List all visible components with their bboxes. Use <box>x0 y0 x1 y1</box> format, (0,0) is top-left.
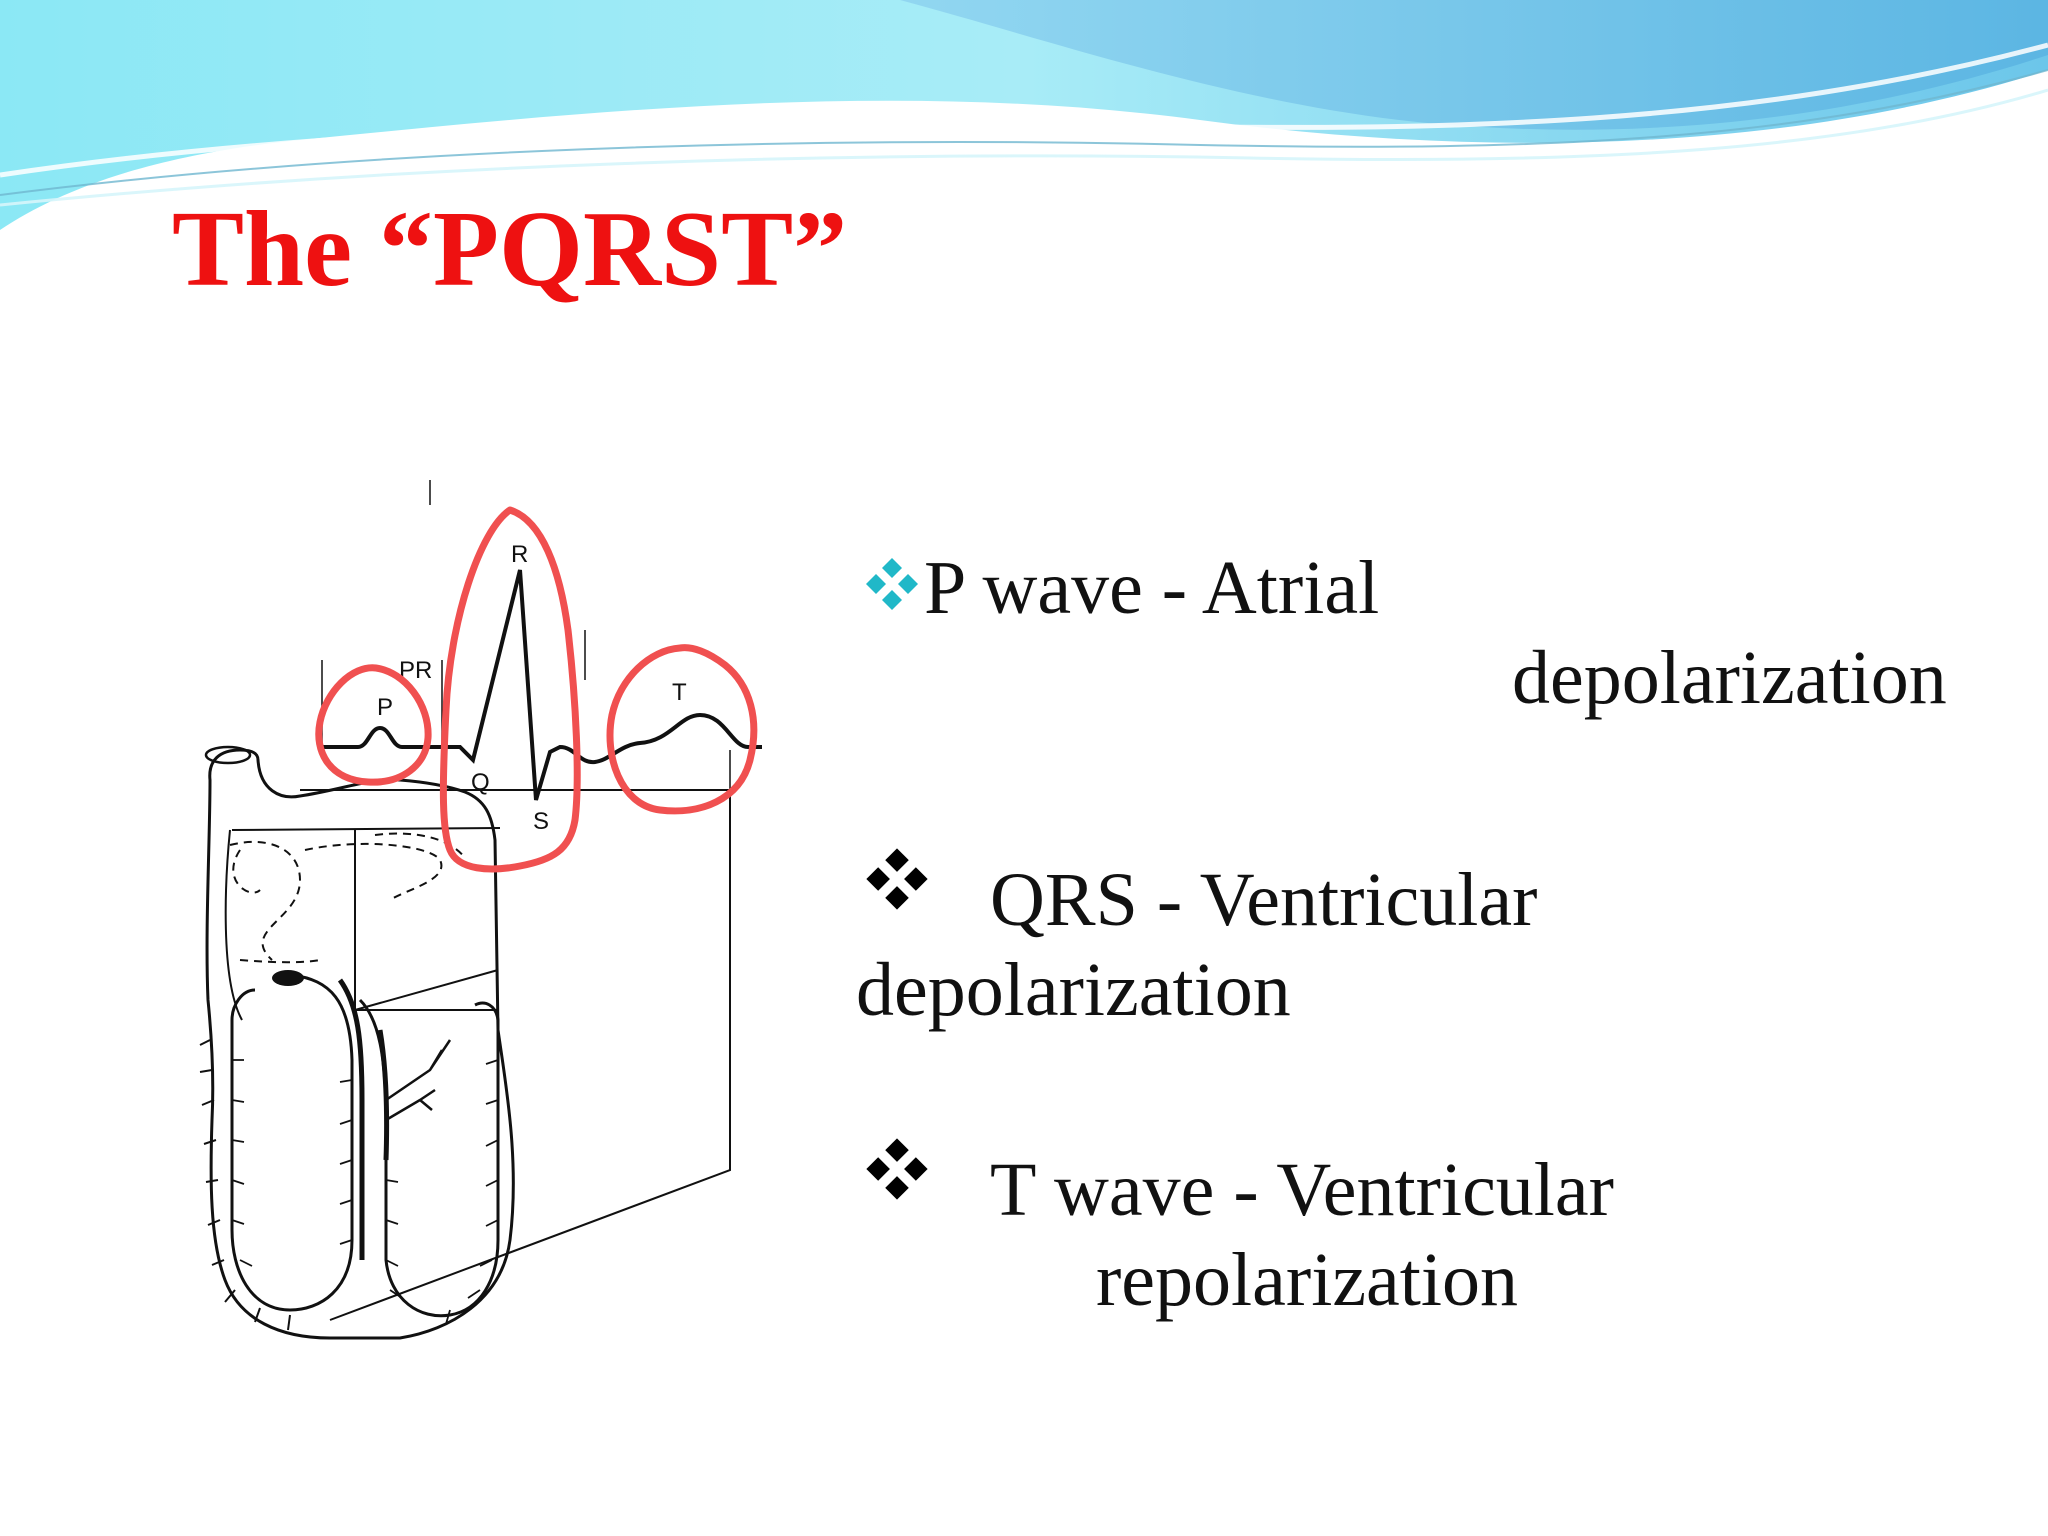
label-r: R <box>511 541 528 568</box>
four-diamond-bullet-icon <box>866 1138 928 1200</box>
four-diamond-bullet-icon <box>866 848 928 910</box>
four-diamond-bullet-icon <box>866 558 918 610</box>
label-t: T <box>672 679 687 706</box>
bullet-1-line-2: depolarization <box>1512 636 1947 720</box>
bullet-2-line-1: QRS - Ventricular <box>990 858 1538 942</box>
label-q: Q <box>471 769 490 796</box>
av-node <box>272 970 304 986</box>
bullet-1-line-1: P wave - Atrial <box>924 546 1380 630</box>
heart-ecg-diagram: PR P Q R S T <box>199 480 762 1340</box>
slide-title: The “PQRST” <box>172 190 848 309</box>
p-wave-highlight <box>315 664 432 786</box>
header-wave-decoration <box>0 0 2048 230</box>
bullet-2-line-2: depolarization <box>856 948 1291 1032</box>
bullet-3-line-1: T wave - Ventricular <box>990 1148 1614 1232</box>
qrs-highlight <box>439 506 581 873</box>
bullet-3-line-2: repolarization <box>1096 1238 1519 1322</box>
label-p: P <box>377 694 393 721</box>
label-s: S <box>533 808 549 835</box>
t-wave-highlight <box>606 644 758 815</box>
